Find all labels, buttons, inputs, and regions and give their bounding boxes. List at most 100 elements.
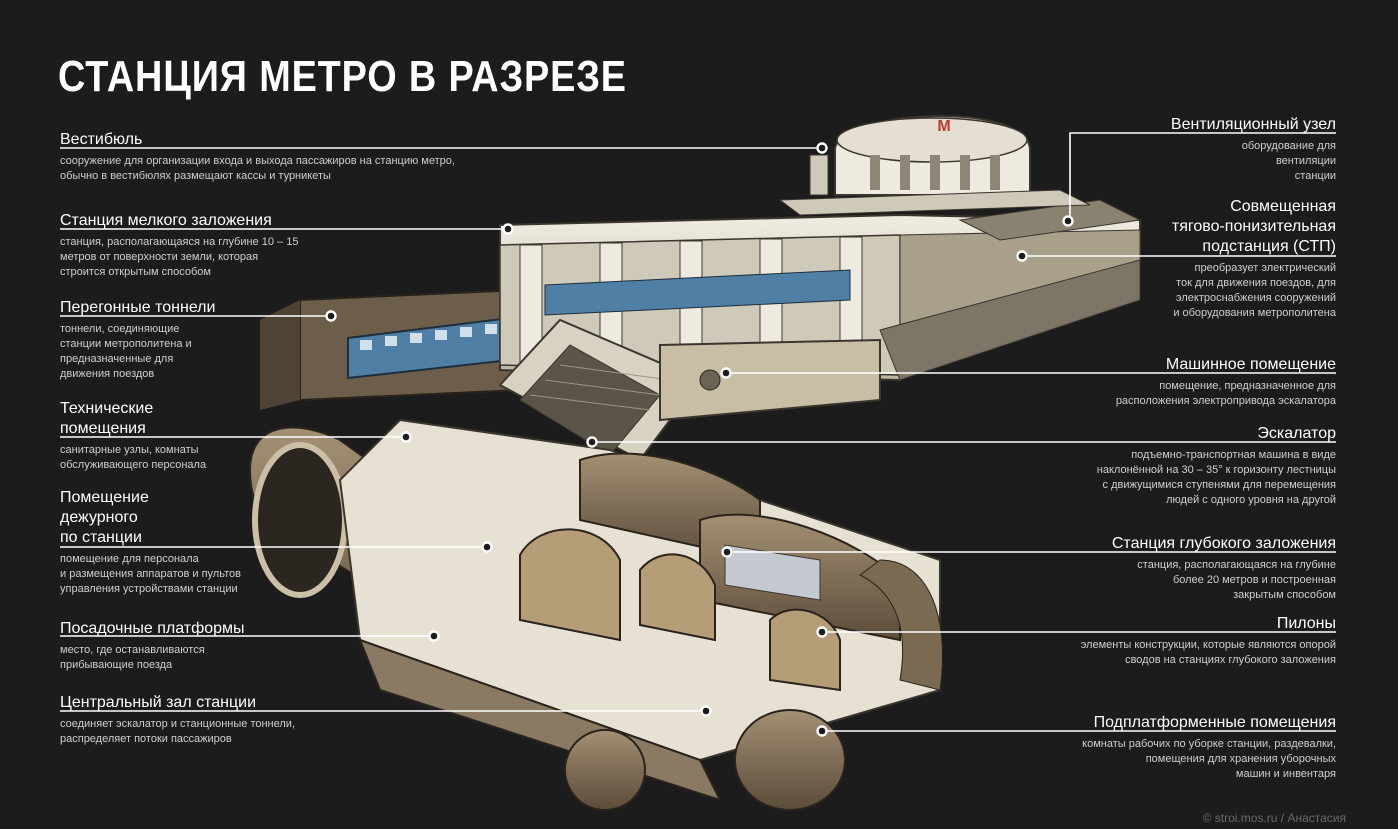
label-heading: Станция глубокого заложения bbox=[1111, 535, 1336, 552]
label-description: оборудование для вентиляции станции bbox=[1171, 139, 1336, 184]
desc-line: преобразует электрический bbox=[1194, 262, 1336, 274]
desc-line: станция, располагающаяся на глубине 10 –… bbox=[60, 236, 299, 248]
desc-line: и оборудования метрополитена bbox=[1173, 307, 1336, 319]
desc-line: сооружение для организации входа и выход… bbox=[60, 155, 455, 167]
desc-line: закрытым способом bbox=[1233, 589, 1336, 601]
label-description: элементы конструкции, которые являются о… bbox=[1081, 638, 1336, 668]
desc-line: оборудование для bbox=[1241, 140, 1336, 152]
label-description: тоннели, соединяющие станции метрополите… bbox=[60, 322, 215, 382]
label-heading: Вентиляционный узел bbox=[1170, 116, 1336, 133]
desc-line: помещения для хранения уборочных bbox=[1145, 753, 1336, 765]
label-description: сооружение для организации входа и выход… bbox=[60, 154, 455, 184]
deep-station-structure bbox=[338, 418, 943, 811]
label-description: комнаты рабочих по уборке станции, разде… bbox=[1082, 737, 1336, 782]
desc-line: обслуживающего персонала bbox=[60, 459, 207, 471]
label-shallow-station: Станция мелкого заложения станция, распо… bbox=[60, 211, 298, 280]
desc-line: электроснабжения сооружений bbox=[1175, 292, 1336, 304]
desc-line: подъемно-транспортная машина в виде bbox=[1131, 449, 1336, 461]
label-description: станция, располагающаяся на глубине 10 –… bbox=[60, 235, 298, 280]
desc-line: комнаты рабочих по уборке станции, разде… bbox=[1082, 738, 1336, 750]
label-machine-room: Машинное помещение помещение, предназнач… bbox=[1116, 355, 1336, 409]
desc-line: и размещения аппаратов и пультов bbox=[60, 568, 241, 580]
machine-room-structure bbox=[659, 338, 881, 422]
label-duty-room: Помещение дежурного по станции помещение… bbox=[60, 488, 241, 597]
desc-line: предназначенные для bbox=[60, 353, 174, 365]
vestibule-dome bbox=[778, 115, 1091, 216]
shallow-station-structure bbox=[499, 199, 1142, 382]
label-heading: Вестибюль bbox=[60, 131, 143, 148]
label-heading: Помещение дежурного по станции bbox=[60, 488, 241, 548]
desc-line: движения поездов bbox=[60, 368, 155, 380]
label-substation: Совмещенная тягово-понизительная подстан… bbox=[1172, 197, 1336, 321]
heading-line: Помещение bbox=[60, 489, 149, 506]
desc-line: станции bbox=[1294, 170, 1336, 182]
heading-line: по станции bbox=[60, 529, 142, 546]
train-shallow-tunnel bbox=[347, 316, 511, 380]
label-description: подъемно-транспортная машина в виде накл… bbox=[1097, 448, 1336, 508]
desc-line: ток для движения поездов, для bbox=[1176, 277, 1336, 289]
label-heading: Перегонные тоннели bbox=[60, 299, 216, 316]
label-description: помещение для персонала и размещения апп… bbox=[60, 552, 241, 597]
label-heading: Машинное помещение bbox=[1165, 356, 1336, 373]
label-description: станция, располагающаяся на глубине боле… bbox=[1112, 558, 1336, 603]
label-escalator: Эскалатор подъемно-транспортная машина в… bbox=[1097, 424, 1336, 508]
desc-line: санитарные узлы, комнаты bbox=[60, 444, 199, 456]
label-description: место, где останавливаются прибывающие п… bbox=[60, 643, 245, 673]
desc-line: распределяет потоки пассажиров bbox=[60, 733, 232, 745]
metro-logo-icon: М bbox=[937, 118, 950, 135]
label-vestibule: Вестибюль сооружение для организации вхо… bbox=[60, 130, 455, 184]
desc-line: машин и инвентаря bbox=[1235, 768, 1336, 780]
desc-line: элементы конструкции, которые являются о… bbox=[1080, 639, 1336, 651]
desc-line: помещение для персонала bbox=[60, 553, 199, 565]
desc-line: людей с одного уровня на другой bbox=[1166, 494, 1336, 506]
label-description: преобразует электрический ток для движен… bbox=[1172, 261, 1336, 321]
label-heading: Подплатформенные помещения bbox=[1093, 714, 1336, 731]
desc-line: более 20 метров и построенная bbox=[1172, 574, 1336, 586]
desc-line: тоннели, соединяющие bbox=[60, 323, 180, 335]
desc-line: соединяет эскалатор и станционные тоннел… bbox=[60, 718, 295, 730]
desc-line: станция, располагающаяся на глубине bbox=[1137, 559, 1336, 571]
label-deep-station: Станция глубокого заложения станция, рас… bbox=[1112, 534, 1336, 603]
desc-line: сводов на станциях глубокого заложения bbox=[1125, 654, 1336, 666]
heading-line: Технические bbox=[60, 400, 154, 417]
label-heading: Пилоны bbox=[1276, 615, 1336, 632]
label-heading: Технические помещения bbox=[60, 399, 206, 439]
desc-line: с движущимися ступенями для перемещения bbox=[1102, 479, 1336, 491]
desc-line: вентиляции bbox=[1275, 155, 1336, 167]
desc-line: метров от поверхности земли, которая bbox=[60, 251, 259, 263]
label-heading: Эскалатор bbox=[1257, 425, 1336, 442]
callout-dots bbox=[325, 142, 1074, 737]
label-heading: Совмещенная тягово-понизительная подстан… bbox=[1172, 197, 1336, 257]
label-heading: Посадочные платформы bbox=[60, 620, 245, 637]
label-platforms: Посадочные платформы место, где останавл… bbox=[60, 619, 245, 673]
label-heading: Центральный зал станции bbox=[60, 694, 257, 711]
heading-line: подстанция (СТП) bbox=[1202, 238, 1336, 255]
desc-line: расположения электропривода эскалатора bbox=[1115, 395, 1336, 407]
label-ventilation: Вентиляционный узел оборудование для вен… bbox=[1171, 115, 1336, 184]
desc-line: обычно в вестибюлях размещают кассы и ту… bbox=[60, 170, 331, 182]
heading-line: тягово-понизительная bbox=[1171, 218, 1336, 235]
heading-line: дежурного bbox=[60, 509, 138, 526]
desc-line: строится открытым способом bbox=[60, 266, 211, 278]
desc-line: станции метрополитена и bbox=[60, 338, 192, 350]
label-heading: Станция мелкого заложения bbox=[60, 212, 272, 229]
label-description: соединяет эскалатор и станционные тоннел… bbox=[60, 717, 295, 747]
label-description: санитарные узлы, комнаты обслуживающего … bbox=[60, 443, 206, 473]
label-description: помещение, предназначенное для расположе… bbox=[1116, 379, 1336, 409]
credit: © stroi.mos.ru / Анастасия bbox=[1202, 811, 1346, 825]
desc-line: прибывающие поезда bbox=[60, 659, 173, 671]
heading-line: Совмещенная bbox=[1230, 198, 1336, 215]
label-tech-rooms: Технические помещения санитарные узлы, к… bbox=[60, 399, 206, 473]
desc-line: помещение, предназначенное для bbox=[1159, 380, 1336, 392]
leader-lines bbox=[60, 132, 1336, 732]
page-title: СТАНЦИЯ МЕТРО В РАЗРЕЗЕ bbox=[58, 52, 627, 101]
label-pylons: Пилоны элементы конструкции, которые явл… bbox=[1081, 614, 1336, 668]
desc-line: наклонённой на 30 – 35° к горизонту лест… bbox=[1096, 464, 1336, 476]
label-underplatform: Подплатформенные помещения комнаты рабоч… bbox=[1082, 713, 1336, 782]
desc-line: место, где останавливаются bbox=[60, 644, 205, 656]
label-tunnels: Перегонные тоннели тоннели, соединяющие … bbox=[60, 298, 215, 382]
heading-line: помещения bbox=[60, 420, 146, 437]
label-central-hall: Центральный зал станции соединяет эскала… bbox=[60, 693, 295, 747]
desc-line: управления устройствами станции bbox=[60, 583, 238, 595]
